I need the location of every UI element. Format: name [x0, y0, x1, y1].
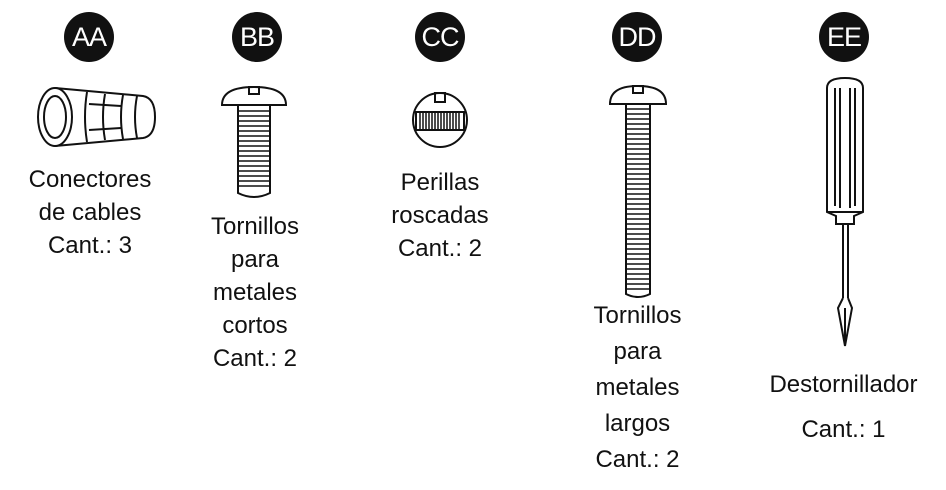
- part-label-ee: Destornillador Cant.: 1: [746, 362, 941, 452]
- part-quantity: Cant.: 2: [212, 345, 298, 372]
- threaded-knob-icon: [412, 92, 468, 148]
- part-badge-bb: BB: [232, 12, 282, 62]
- part-quantity: Cant.: 3: [47, 232, 133, 259]
- part-name-line: metales: [595, 374, 680, 401]
- part-badge-aa: AA: [64, 12, 114, 62]
- part-quantity: Cant.: 2: [595, 446, 680, 473]
- part-label-cc: Perillas roscadas Cant.: 2: [360, 166, 520, 265]
- part-name-line: metales: [212, 279, 298, 306]
- short-machine-screw-icon: [220, 85, 288, 198]
- part-name-line: largos: [604, 410, 671, 437]
- part-badge-ee: EE: [819, 12, 869, 62]
- part-name-line: para: [613, 338, 662, 365]
- screwdriver-icon: [826, 76, 864, 347]
- part-quantity: Cant.: 1: [801, 416, 886, 443]
- part-name-line: Tornillos: [210, 213, 300, 240]
- part-label-bb: Tornillos para metales cortos Cant.: 2: [180, 210, 330, 375]
- part-badge-dd: DD: [612, 12, 662, 62]
- part-quantity: Cant.: 2: [397, 235, 483, 262]
- part-name-line: cortos: [222, 312, 288, 339]
- part-name-line: Destornillador: [769, 371, 918, 398]
- part-name-line: roscadas: [391, 202, 489, 229]
- long-machine-screw-icon: [608, 84, 668, 298]
- part-label-aa: Conectores de cables Cant.: 3: [0, 163, 180, 262]
- part-name-line: Perillas: [400, 169, 480, 196]
- wire-connector-icon: [37, 87, 157, 147]
- part-name-line: Conectores: [28, 166, 152, 193]
- part-label-dd: Tornillos para metales largos Cant.: 2: [560, 298, 715, 478]
- part-badge-cc: CC: [415, 12, 465, 62]
- part-name-line: de cables: [38, 199, 142, 226]
- part-name-line: Tornillos: [593, 302, 682, 329]
- part-name-line: para: [230, 246, 280, 273]
